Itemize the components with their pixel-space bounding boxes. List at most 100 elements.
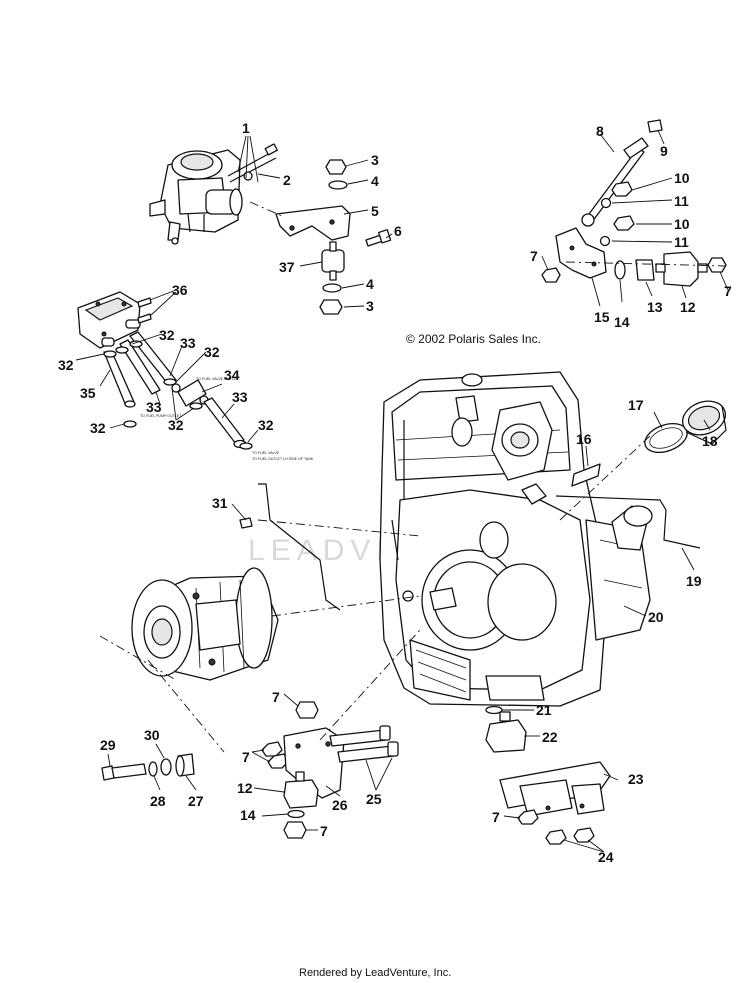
washer-30 [160,758,172,776]
callout-14: 14 [614,314,630,330]
washer-28 [148,761,158,777]
callout-27: 27 [188,793,204,809]
carb-mount-centerline [249,201,283,217]
callout-33c: 33 [232,389,248,405]
hose-clamps-32 [103,340,253,450]
carburetor [149,149,243,245]
callout-12b: 12 [237,780,253,796]
callout-4: 4 [371,173,379,189]
intake-centerline [559,435,651,521]
nut-3-upper [325,159,347,175]
fuel-filter-34 [171,379,209,407]
leader-lines [75,129,729,853]
rubber-mount-22 [485,711,527,753]
callout-21: 21 [536,702,552,718]
footer-text: Rendered by LeadVenture, Inc. [299,967,451,979]
nut-7-top [295,701,319,719]
note-fuel-pump-outlet: TO FUEL PUMP OUTLET [140,414,182,418]
callout-22: 22 [542,729,558,745]
callout-5: 5 [371,203,379,219]
bolt-29 [101,763,147,781]
nut-10-lower [613,215,635,231]
pump-screw-upper [137,297,152,308]
callout-32c: 32 [58,357,74,373]
nut-10-upper [611,181,633,197]
clutch-bolt-leader-right [147,659,225,753]
nut-7-lower [283,821,307,839]
callout-7a: 7 [530,248,538,264]
nuts-24 [545,827,595,845]
washer-14-lower [287,809,305,819]
callout-6: 6 [394,223,402,239]
callout-17: 17 [628,397,644,413]
callout-15: 15 [594,309,610,325]
callout-24: 24 [598,849,614,865]
torque-stop-rod-8 [581,137,649,227]
callout-1: 1 [242,120,250,136]
screw-31 [239,517,253,529]
callout-7b: 7 [724,283,732,299]
mount-centerline [319,629,421,741]
washer-14-right [614,260,626,280]
callout-28: 28 [150,793,166,809]
callout-36: 36 [172,282,188,298]
bracket-15 [555,227,607,279]
callout-32b: 32 [204,344,220,360]
callout-37: 37 [279,259,295,275]
callout-11: 11 [674,193,689,209]
nut-7-rear [517,809,539,825]
nut-7-right [707,257,727,273]
callout-18: 18 [702,433,718,449]
callout-23: 23 [628,771,644,787]
fuel-pump [77,291,141,349]
torque-stop-centerline [565,261,727,267]
washer-11-upper [600,197,612,209]
bolts-25 [329,725,399,763]
air-intake-boot [611,505,653,551]
nut-3-lower [319,299,343,315]
callout-7f: 7 [492,809,500,825]
callout-32e: 32 [90,420,106,436]
callout-26: 26 [332,797,348,813]
callout-31: 31 [212,495,228,511]
spacer-27 [175,753,195,777]
copyright-text: © 2002 Polaris Sales Inc. [406,332,541,346]
hose-19 [555,495,701,549]
callout-labels: 1 2 3 4 5 6 37 4 3 8 9 10 11 10 11 7 15 … [58,120,732,865]
clutch-centerline [271,595,421,617]
callout-13: 13 [647,299,663,315]
engine-assembly [379,371,651,707]
rubber-mount-12-lower [283,771,319,809]
callout-16: 16 [576,431,592,447]
pump-screw-lower [137,313,152,324]
callout-7d: 7 [242,749,250,765]
callout-11b: 11 [674,234,689,250]
rubber-mount-12-right [655,251,708,287]
callout-12: 12 [680,299,696,315]
drive-clutch [131,567,279,681]
callout-7e: 7 [320,823,328,839]
callout-35: 35 [80,385,96,401]
note-fuel-outlet-lh: TO FUEL OUTLET LH SIDE OF TANK [252,457,314,461]
callout-10b: 10 [674,216,690,232]
callout-8: 8 [596,123,604,139]
callout-14b: 14 [240,807,256,823]
clutch-bolt-leader-left [99,635,177,681]
callout-29: 29 [100,737,116,753]
callout-32a: 32 [159,327,175,343]
bolt-6 [365,229,392,247]
callout-33b: 33 [146,399,162,415]
bolt-9 [647,119,663,133]
callout-34: 34 [224,367,240,383]
callout-4b: 4 [366,276,374,292]
spacer-13 [635,259,655,281]
callout-3: 3 [371,152,379,168]
callout-20: 20 [648,609,664,625]
note-fuel-valve-outlet: TO FUEL VALVE OUTLET [196,377,239,381]
washer-11-lower [599,235,611,247]
callout-2: 2 [283,172,291,188]
callout-30: 30 [144,727,160,743]
rubber-mount-37 [321,241,345,281]
carb-mount-bracket [275,205,351,241]
